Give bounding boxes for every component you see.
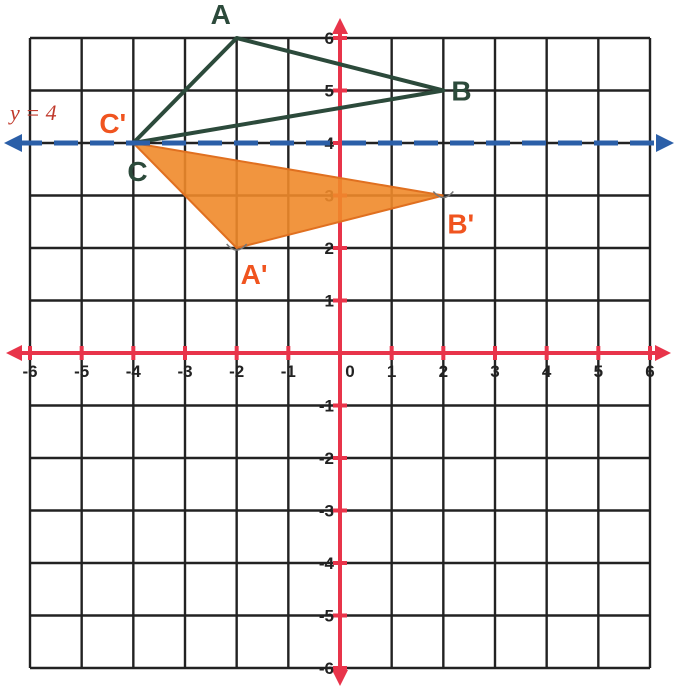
y-tick-label: 5 [325, 82, 334, 101]
original-triangle [131, 36, 446, 145]
y-tick-label: -1 [319, 397, 334, 416]
reflection-line-label: y = 4 [8, 100, 57, 125]
x-tick-label: 4 [542, 362, 552, 381]
x-tick-label: -5 [74, 362, 89, 381]
x-tick-label: -2 [229, 362, 244, 381]
y-axis-bottom-arrow [332, 670, 348, 686]
x-axis-left-arrow [6, 345, 22, 361]
image-triangle [130, 141, 454, 251]
y-tick-label: 1 [325, 292, 334, 311]
reflection-line-right-arrow [656, 134, 674, 152]
point-label-original: C [127, 156, 147, 187]
y-tick-label: -3 [319, 502, 334, 521]
x-tick-label: -1 [281, 362, 296, 381]
point-label-original: B [451, 76, 471, 107]
y-tick-label: 2 [325, 239, 334, 258]
point-label-original: A [211, 0, 231, 30]
labels: y = 4 A B C A' B' C' [8, 0, 474, 290]
y-axis-top-arrow [332, 18, 348, 34]
x-tick-label: -3 [177, 362, 192, 381]
x-tick-label: 1 [387, 362, 396, 381]
y-tick-label: -4 [319, 554, 335, 573]
x-tick-label: 0 [345, 362, 354, 381]
compass-mark [226, 243, 248, 251]
point-label-image: B' [447, 209, 474, 240]
axes [6, 18, 671, 686]
y-tick-label: -5 [319, 607, 334, 626]
y-tick-label: 6 [325, 29, 334, 48]
x-tick-label: 6 [645, 362, 654, 381]
x-tick-label: -6 [22, 362, 37, 381]
x-axis-right-arrow [655, 345, 671, 361]
reflection-line [4, 134, 674, 152]
point-label-image: C' [99, 108, 126, 139]
compass-mark [432, 191, 454, 199]
reflection-line-left-arrow [4, 134, 22, 152]
image-triangle-shape [130, 141, 444, 250]
y-tick-label: -2 [319, 449, 334, 468]
original-triangle-shape [131, 36, 446, 145]
x-tick-label: -4 [126, 362, 142, 381]
x-tick-label: 3 [490, 362, 499, 381]
x-tick-label: 2 [439, 362, 448, 381]
x-tick-label: 5 [594, 362, 603, 381]
point-label-image: A' [241, 259, 268, 290]
y-tick-label: -6 [319, 659, 334, 678]
